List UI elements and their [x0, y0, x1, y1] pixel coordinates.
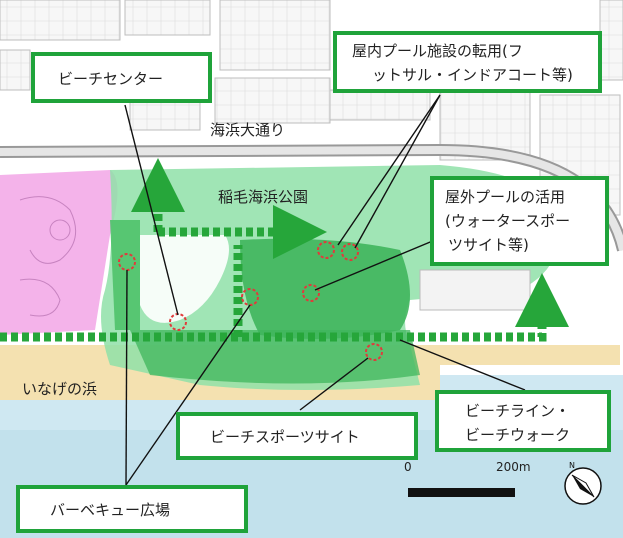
svg-text:ットサル・インドアコート等): ットサル・インドアコート等) [372, 66, 573, 84]
park-label: 稲毛海浜公園 [218, 188, 308, 206]
svg-text:N: N [569, 461, 575, 470]
svg-text:ツサイト等): ツサイト等) [448, 236, 529, 254]
scale-bar: 0 200m [404, 460, 531, 497]
beach-label: いなげの浜 [22, 380, 97, 398]
svg-text:屋外プールの活用: 屋外プールの活用 [445, 188, 565, 206]
callout-outdoor-pool: 屋外プールの活用 (ウォータースポー ツサイト等) [430, 176, 609, 266]
svg-text:ビーチウォーク: ビーチウォーク [465, 426, 570, 444]
scale-end-label: 200m [496, 460, 531, 474]
svg-text:ビーチセンター: ビーチセンター [58, 70, 163, 88]
svg-text:ビーチライン・: ビーチライン・ [465, 402, 570, 420]
leader-lines [124, 94, 526, 486]
callout-bbq: バーベキュー広場 [16, 485, 248, 533]
svg-text:(ウォータースポー: (ウォータースポー [445, 212, 570, 230]
svg-text:バーベキュー広場: バーベキュー広場 [50, 501, 170, 519]
callout-beach-center: ビーチセンター [31, 52, 212, 103]
pink-area [0, 170, 118, 335]
callout-beach-line: ビーチライン・ ビーチウォーク [435, 390, 611, 452]
callout-beach-sports: ビーチスポーツサイト [176, 412, 418, 460]
svg-text:ビーチスポーツサイト: ビーチスポーツサイト [210, 428, 360, 446]
scale-start-label: 0 [404, 460, 412, 474]
callout-indoor-pool: 屋内プール施設の転用(フ ットサル・インドアコート等) [333, 31, 602, 93]
svg-text:屋内プール施設の転用(フ: 屋内プール施設の転用(フ [352, 42, 523, 60]
city-blocks [0, 0, 623, 216]
north-arrow-icon: N [564, 461, 602, 505]
street-label: 海浜大通り [210, 121, 285, 139]
